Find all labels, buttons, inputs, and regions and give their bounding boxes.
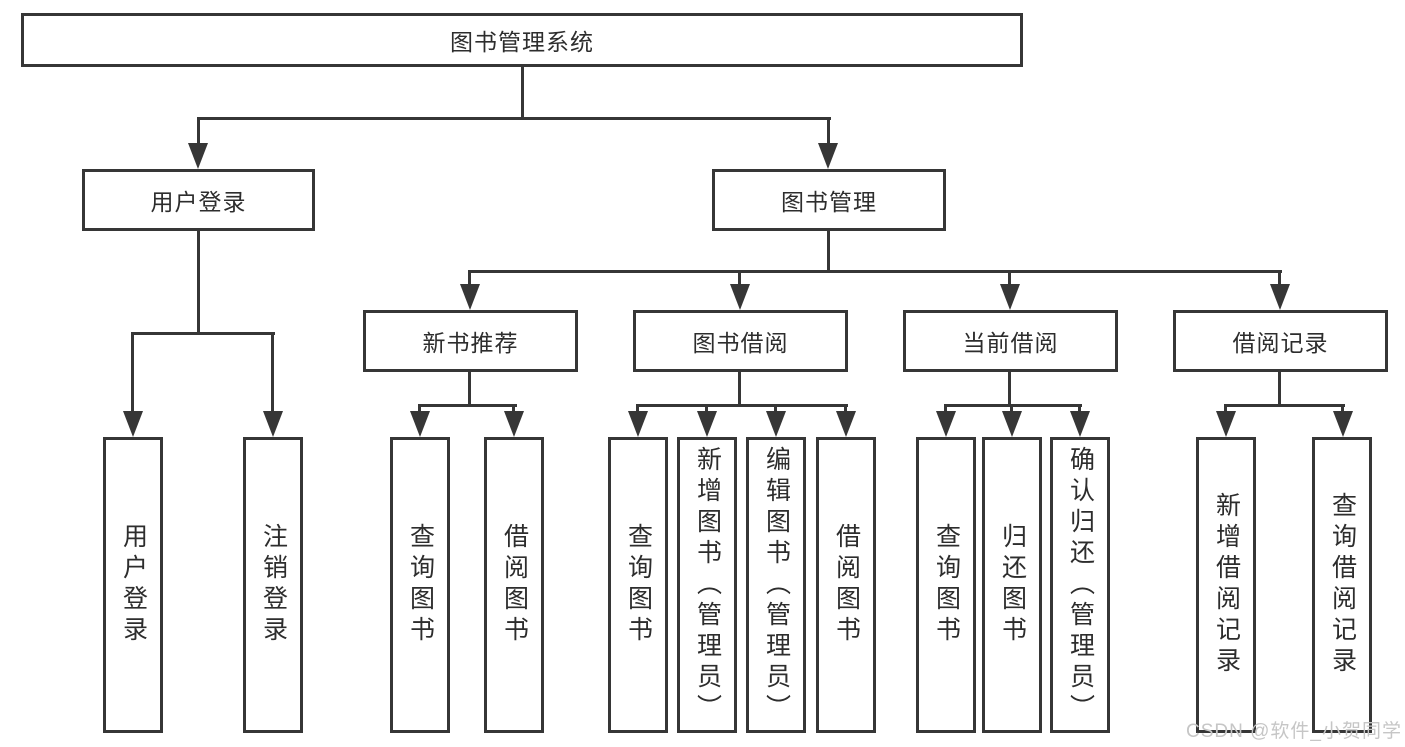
node-label: 图书借阅 (692, 330, 789, 356)
connector-segment (636, 404, 848, 407)
leaf-add-borrow-record: 新增借阅记录 (1196, 437, 1256, 733)
leaf-label: 查询图书 (624, 523, 653, 647)
node-label: 用户登录 (150, 189, 247, 215)
connector-segment (774, 404, 777, 416)
connector-segment (636, 404, 639, 416)
leaf-label: 归还图书 (998, 523, 1027, 647)
leaf-query-book-current: 查询图书 (916, 437, 976, 733)
connector-segment (944, 404, 1082, 407)
arrowhead-down-icon (697, 411, 717, 437)
arrowhead-down-icon (1070, 411, 1090, 437)
connector-segment (1278, 270, 1281, 290)
connector-segment (512, 404, 515, 416)
node-current-borrow: 当前借阅 (903, 310, 1118, 372)
arrowhead-down-icon (410, 411, 430, 437)
leaf-edit-book-admin: 编辑图书（管理员） (746, 437, 806, 733)
leaf-query-book-borrow: 查询图书 (608, 437, 668, 733)
leaf-confirm-return-admin: 确认归还（管理员） (1050, 437, 1110, 733)
connector-segment (705, 404, 708, 416)
arrowhead-down-icon (936, 411, 956, 437)
connector-segment (197, 117, 200, 147)
connector-segment (197, 231, 200, 335)
connector-segment (131, 332, 275, 335)
connector-segment (944, 404, 947, 416)
leaf-label: 借阅图书 (832, 523, 861, 647)
arrowhead-down-icon (766, 411, 786, 437)
connector-segment (418, 404, 421, 416)
leaf-label: 借阅图书 (500, 523, 529, 647)
arrowhead-down-icon (1002, 411, 1022, 437)
node-label: 借阅记录 (1232, 330, 1329, 356)
arrowhead-down-icon (1000, 284, 1020, 310)
node-book-management: 图书管理 (712, 169, 946, 231)
leaf-label: 查询图书 (932, 523, 961, 647)
leaf-borrow-book: 借阅图书 (816, 437, 876, 733)
connector-segment (1341, 404, 1344, 416)
leaf-add-book-admin: 新增图书（管理员） (677, 437, 737, 733)
leaf-label: 查询图书 (406, 523, 435, 647)
node-label: 图书管理系统 (450, 29, 594, 55)
arrowhead-down-icon (460, 284, 480, 310)
connector-segment (418, 404, 517, 407)
connector-segment (1008, 270, 1011, 290)
connector-segment (197, 117, 831, 120)
leaf-label: 新增借阅记录 (1212, 492, 1241, 678)
csdn-watermark: CSDN @软件_小贺同学 (1186, 721, 1402, 742)
node-label: 图书管理 (781, 189, 877, 215)
connector-segment (1008, 372, 1011, 407)
connector-segment (521, 67, 524, 120)
connector-segment (271, 332, 274, 415)
arrowhead-down-icon (263, 411, 283, 437)
arrowhead-down-icon (818, 143, 838, 169)
leaf-label: 新增图书（管理员） (693, 445, 722, 725)
node-root-library-system: 图书管理系统 (21, 13, 1023, 67)
leaf-label: 确认归还（管理员） (1066, 445, 1095, 725)
leaf-logout: 注销登录 (243, 437, 303, 733)
connector-segment (1224, 404, 1227, 416)
arrowhead-down-icon (1333, 411, 1353, 437)
node-user-login: 用户登录 (82, 169, 315, 231)
connector-segment (468, 270, 471, 290)
connector-segment (827, 231, 830, 273)
leaf-label: 用户登录 (119, 523, 148, 647)
connector-segment (738, 372, 741, 407)
connector-segment (738, 270, 741, 290)
connector-segment (131, 332, 134, 415)
arrowhead-down-icon (628, 411, 648, 437)
node-book-borrow: 图书借阅 (633, 310, 848, 372)
connector-segment (1224, 404, 1345, 407)
leaf-borrow-book-newbook: 借阅图书 (484, 437, 544, 733)
arrowhead-down-icon (1216, 411, 1236, 437)
arrowhead-down-icon (730, 284, 750, 310)
arrowhead-down-icon (504, 411, 524, 437)
connector-segment (469, 270, 1282, 273)
leaf-query-book-newbook: 查询图书 (390, 437, 450, 733)
connector-segment (1010, 404, 1013, 416)
leaf-label: 编辑图书（管理员） (762, 445, 791, 725)
arrowhead-down-icon (188, 143, 208, 169)
leaf-label: 注销登录 (259, 523, 288, 647)
arrowhead-down-icon (123, 411, 143, 437)
connector-segment (468, 372, 471, 407)
connector-segment (844, 404, 847, 416)
arrowhead-down-icon (1270, 284, 1290, 310)
leaf-query-borrow-record: 查询借阅记录 (1312, 437, 1372, 733)
node-new-book-recommend: 新书推荐 (363, 310, 578, 372)
leaf-user-login: 用户登录 (103, 437, 163, 733)
connector-segment (827, 117, 830, 147)
leaf-label: 查询借阅记录 (1328, 492, 1357, 678)
node-borrow-record: 借阅记录 (1173, 310, 1388, 372)
node-label: 新书推荐 (422, 330, 519, 356)
connector-segment (1078, 404, 1081, 416)
arrowhead-down-icon (836, 411, 856, 437)
leaf-return-book: 归还图书 (982, 437, 1042, 733)
node-label: 当前借阅 (962, 330, 1059, 356)
connector-segment (1278, 372, 1281, 407)
